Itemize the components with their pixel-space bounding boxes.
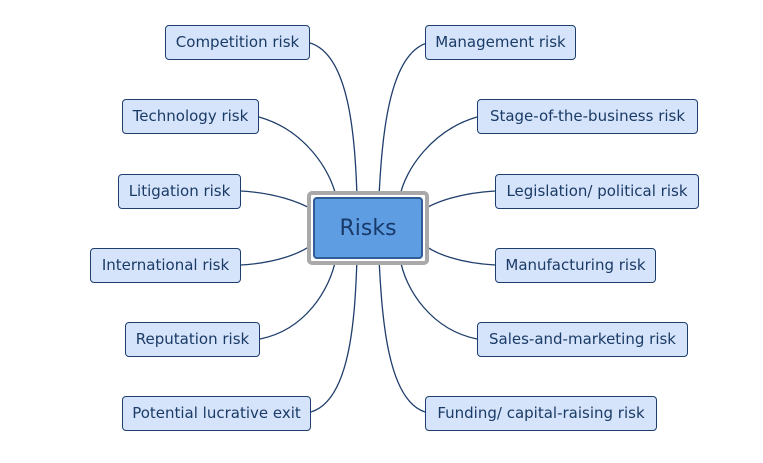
link-management bbox=[378, 42, 428, 197]
node-legislation-political-risk[interactable]: Legislation/ political risk bbox=[495, 174, 699, 209]
node-manufacturing-risk[interactable]: Manufacturing risk bbox=[495, 248, 656, 283]
link-sales bbox=[399, 257, 478, 340]
node-competition-risk[interactable]: Competition risk bbox=[165, 25, 310, 60]
node-potential-lucrative-exit[interactable]: Potential lucrative exit bbox=[122, 396, 311, 431]
node-funding-capital-raising-risk[interactable]: Funding/ capital-raising risk bbox=[425, 396, 657, 431]
node-management-risk[interactable]: Management risk bbox=[425, 25, 576, 60]
link-funding bbox=[378, 257, 426, 413]
node-stage-of-the-business-risk[interactable]: Stage-of-the-business risk bbox=[477, 99, 698, 134]
node-technology-risk[interactable]: Technology risk bbox=[122, 99, 259, 134]
link-legislation bbox=[422, 190, 496, 211]
link-manufacturing bbox=[422, 243, 496, 266]
node-sales-and-marketing-risk[interactable]: Sales-and-marketing risk bbox=[477, 322, 688, 357]
center-node-risks[interactable]: Risks bbox=[313, 197, 423, 259]
link-competition bbox=[309, 42, 358, 197]
link-technology bbox=[258, 116, 337, 197]
link-litigation bbox=[240, 190, 314, 211]
node-litigation-risk[interactable]: Litigation risk bbox=[118, 174, 241, 209]
node-reputation-risk[interactable]: Reputation risk bbox=[125, 322, 260, 357]
link-reputation bbox=[259, 257, 337, 340]
link-international bbox=[240, 243, 314, 266]
node-international-risk[interactable]: International risk bbox=[90, 248, 241, 283]
link-stage bbox=[399, 116, 478, 197]
link-exit bbox=[310, 257, 358, 413]
